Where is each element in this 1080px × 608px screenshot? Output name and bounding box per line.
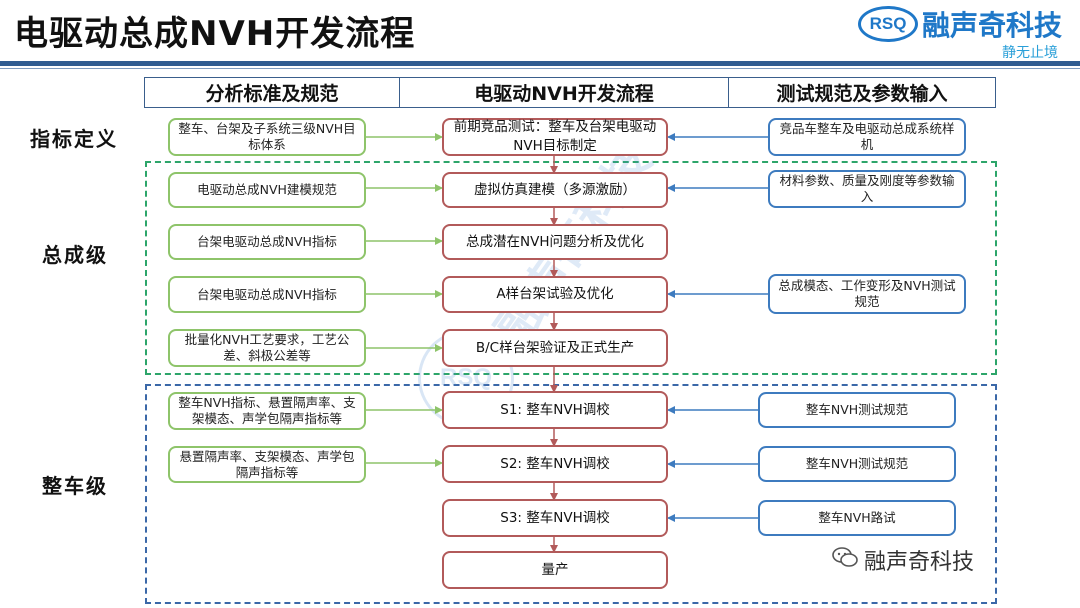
spine-arrowhead-1 xyxy=(550,166,558,174)
left-box-vehicle-index: 整车NVH指标、悬置隔声率、支架模态、声学包隔声指标等 xyxy=(168,392,366,430)
title-underline-bar xyxy=(0,61,1080,66)
flow-step-s1: S1: 整车NVH调校 xyxy=(442,391,668,429)
left-box-modeling: 电驱动总成NVH建模规范 xyxy=(168,172,366,208)
right-box-parameters: 材料参数、质量及刚度等参数输入 xyxy=(768,170,966,208)
left-box-process: 批量化NVH工艺要求，工艺公差、斜极公差等 xyxy=(168,329,366,367)
flow-step-simulation: 虚拟仿真建模（多源激励） xyxy=(442,172,668,208)
row-label-vehicle: 整车级 xyxy=(42,474,108,498)
left-box-bench-index-1: 台架电驱动总成NVH指标 xyxy=(168,224,366,260)
spine-arrowhead-8 xyxy=(550,545,558,553)
left-box-target: 整车、台架及子系统三级NVH目标体系 xyxy=(168,118,366,156)
row-label-target: 指标定义 xyxy=(30,127,118,151)
spine-arrowhead-6 xyxy=(550,439,558,447)
flow-step-a-sample: A样台架试验及优化 xyxy=(442,276,668,313)
spine-arrowhead-4 xyxy=(550,323,558,331)
row-label-assembly: 总成级 xyxy=(42,243,108,267)
slide-title: 电驱动总成NVH开发流程 xyxy=(14,14,416,54)
left-box-bench-index-2: 台架电驱动总成NVH指标 xyxy=(168,276,366,313)
right-box-modal-test: 总成模态、工作变形及NVH测试规范 xyxy=(768,274,966,314)
column-header-right: 测试规范及参数输入 xyxy=(728,77,996,108)
spine-arrowhead-7 xyxy=(550,493,558,501)
column-header-center: 电驱动NVH开发流程 xyxy=(399,77,729,108)
flow-step-s2: S2: 整车NVH调校 xyxy=(442,445,668,483)
flow-step-benchmark: 前期竞品测试：整车及台架电驱动NVH目标制定 xyxy=(442,118,668,156)
logo-slogan: 静无止境 xyxy=(1002,45,1058,61)
wechat-icon xyxy=(832,547,858,567)
column-header-left: 分析标准及规范 xyxy=(144,77,400,108)
right-box-vehicle-test-1: 整车NVH测试规范 xyxy=(758,392,956,428)
right-box-vehicle-test-2: 整车NVH测试规范 xyxy=(758,446,956,482)
footer-account-name: 融声奇科技 xyxy=(864,550,975,575)
flow-step-mass-production: 量产 xyxy=(442,551,668,589)
logo-name: 融声奇科技 xyxy=(922,9,1063,42)
spine-arrowhead-3 xyxy=(550,270,558,278)
spine-arrowhead-5 xyxy=(550,385,558,393)
assembly-level-frame xyxy=(145,161,997,375)
flow-step-bc-sample: B/C样台架验证及正式生产 xyxy=(442,329,668,367)
title-underline-thin xyxy=(0,68,1080,69)
left-box-isolation: 悬置隔声率、支架模态、声学包隔声指标等 xyxy=(168,446,366,483)
spine-arrowhead-2 xyxy=(550,218,558,226)
right-box-benchmark-sample: 竞品车整车及电驱动总成系统样机 xyxy=(768,118,966,156)
vehicle-level-frame xyxy=(145,384,997,604)
flow-step-s3: S3: 整车NVH调校 xyxy=(442,499,668,537)
logo-badge: RSQ xyxy=(858,6,918,42)
right-box-road-test: 整车NVH路试 xyxy=(758,500,956,536)
flow-step-analysis: 总成潜在NVH问题分析及优化 xyxy=(442,224,668,260)
